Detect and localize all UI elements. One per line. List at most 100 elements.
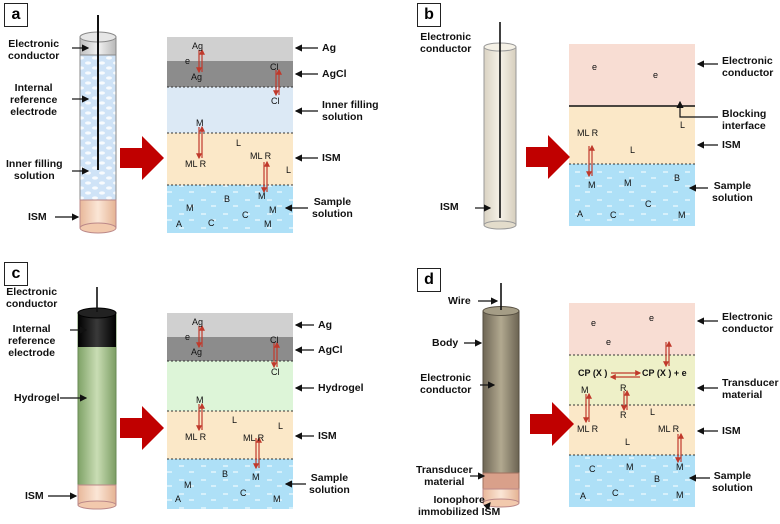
panel-d — [464, 283, 718, 510]
panel-letter-a: a — [4, 3, 28, 27]
species-c-l2: L — [278, 421, 284, 431]
species-a-m: M — [196, 118, 204, 128]
label-c-electronic-conductor: Electronic conductor — [6, 286, 58, 311]
label-c-internal-reference-electrode: Internal reference electrode — [8, 323, 56, 360]
species-d-l2: L — [625, 437, 631, 447]
panel-letter-d: d — [417, 268, 441, 292]
species-d-e2: e — [649, 313, 655, 323]
species-b-m3: M — [678, 210, 686, 220]
species-a-l1: L — [236, 138, 242, 148]
species-b-mlnr: ML R — [577, 128, 599, 138]
species-c-mlnr2: ML R — [243, 433, 265, 443]
label-c-hydrogel-layer: Hydrogel — [318, 382, 364, 394]
species-a-a: A — [176, 219, 183, 229]
label-b-blocking-interface: Blocking interface — [722, 108, 767, 133]
panel-c — [48, 287, 314, 510]
species-b-c1: C — [645, 199, 652, 209]
species-d-m3: M — [676, 490, 684, 500]
label-b-electronic-conductor: Electronic conductor — [420, 31, 472, 56]
species-a-b: B — [224, 194, 231, 204]
species-c-mlnr1: ML R — [185, 432, 207, 442]
species-a-l2: L — [286, 165, 292, 175]
electrode-d-body — [482, 310, 520, 474]
label-d-transducer-material: Transducer material — [416, 464, 473, 489]
panel-a — [55, 15, 318, 234]
species-b-c2: C — [610, 210, 617, 220]
species-d-c2: C — [612, 488, 619, 498]
species-a-m4: M — [264, 219, 272, 229]
label-c-hydrogel: Hydrogel — [14, 392, 60, 404]
species-a-m3: M — [269, 205, 277, 215]
species-d-m1: M — [581, 385, 589, 395]
species-c-m: M — [196, 395, 204, 405]
species-a-ag: Ag — [192, 41, 204, 51]
species-a-cl2: Cl — [271, 96, 280, 106]
species-a-mlnr1: ML R — [185, 159, 207, 169]
species-b-e1: e — [592, 62, 598, 72]
panel-letter-c: c — [4, 262, 28, 286]
label-d-ionophore-immobilized-ism: Ionophore immobilized ISM — [418, 494, 501, 519]
label-a-inner-filling-solution-layer: Inner filling solution — [322, 99, 379, 124]
species-d-mlnr1: ML R — [577, 424, 599, 434]
species-b-l2: L — [630, 145, 636, 155]
label-d-electronic-conductor-layer: Electronic conductor — [722, 311, 774, 336]
species-a-mbottom: M — [258, 191, 266, 201]
label-c-ism-layer: ISM — [318, 430, 337, 442]
label-d-sample-solution: Sample solution — [712, 470, 753, 495]
species-d-cp0: CP (X ) — [578, 368, 608, 378]
species-d-cpplus: CP (X ) + e — [642, 368, 687, 378]
label-a-ism-layer: ISM — [322, 152, 341, 164]
species-d-b: B — [654, 474, 661, 484]
species-b-a: A — [577, 209, 584, 219]
species-d-c1: C — [589, 464, 596, 474]
species-c-l1: L — [232, 415, 238, 425]
label-c-ism: ISM — [25, 490, 44, 502]
species-c-agplus: Ag — [191, 347, 203, 357]
label-b-ism-layer: ISM — [722, 139, 741, 151]
species-d-r1: R — [620, 383, 627, 393]
species-c-ag: Ag — [192, 317, 204, 327]
species-b-m1: M — [588, 180, 596, 190]
label-a-sample-solution: Sample solution — [312, 196, 353, 221]
species-b-m2: M — [624, 178, 632, 188]
label-d-transducer-material-layer: Transducer material — [722, 377, 779, 402]
species-a-m2: M — [186, 203, 194, 213]
species-d-r2: R — [620, 410, 627, 420]
species-c-c: C — [240, 488, 247, 498]
species-a-c2: C — [208, 218, 215, 228]
species-c-mbottom: M — [252, 472, 260, 482]
species-d-l1: L — [650, 407, 656, 417]
species-c-m3: M — [273, 494, 281, 504]
species-d-a: A — [580, 491, 587, 501]
species-c-m2: M — [184, 480, 192, 490]
species-c-a: A — [175, 494, 182, 504]
species-c-e: e — [185, 332, 191, 342]
label-a-inner-filling-solution: Inner filling solution — [6, 158, 63, 183]
species-a-mlnr2: ML R — [250, 151, 272, 161]
species-b-e2: e — [653, 70, 659, 80]
species-a-agplus: Ag — [191, 72, 203, 82]
label-d-electronic-conductor: Electronic conductor — [420, 372, 472, 397]
label-a-ism: ISM — [28, 211, 47, 223]
species-b-b: B — [674, 173, 681, 183]
species-a-e: e — [185, 56, 191, 66]
label-c-sample-solution: Sample solution — [309, 472, 350, 497]
species-a-cl1: Cl — [270, 62, 279, 72]
label-d-wire: Wire — [448, 295, 471, 307]
panel-letter-b: b — [417, 3, 441, 27]
species-c-b: B — [222, 469, 229, 479]
species-c-cl1: Cl — [270, 335, 279, 345]
label-c-ag: Ag — [318, 319, 332, 331]
label-a-internal-reference-electrode: Internal reference electrode — [10, 82, 58, 119]
label-c-agcl: AgCl — [318, 344, 343, 356]
label-b-sample-solution: Sample solution — [712, 180, 753, 205]
label-d-ism-layer: ISM — [722, 425, 741, 437]
species-d-e1: e — [591, 318, 597, 328]
label-b-ism: ISM — [440, 201, 459, 213]
label-b-electronic-conductor-layer: Electronic conductor — [722, 55, 774, 80]
species-b-l1: L — [680, 120, 686, 130]
panel-b — [475, 22, 718, 230]
label-d-body: Body — [432, 337, 459, 349]
species-d-mbottom: M — [676, 462, 684, 472]
label-a-electronic-conductor: Electronic conductor — [8, 38, 60, 63]
